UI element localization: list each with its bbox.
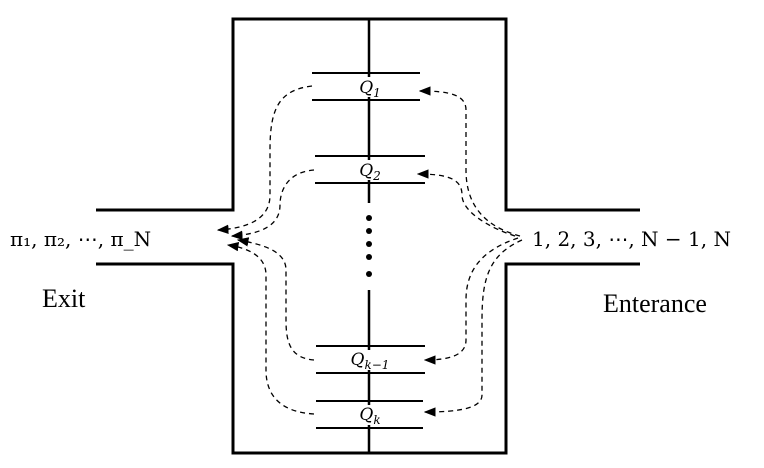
queue-k-minus-1: Qk−1 (316, 345, 425, 374)
route-qk-minus-1-to-exit (236, 237, 315, 361)
queue-1-label: Q1 (359, 78, 381, 100)
queue-1: Q1 (312, 72, 420, 101)
route-entrance-to-q1 (418, 86, 521, 237)
ellipsis-dot (366, 254, 372, 260)
queue-2: Q2 (315, 155, 425, 184)
entrance-label: Enterance (603, 289, 707, 318)
exit-label: Exit (42, 284, 86, 313)
route-qk-to-exit (226, 241, 315, 415)
route-entrance-to-qk-minus-1 (423, 237, 519, 365)
route-q1-to-exit (216, 85, 313, 235)
ellipsis-dot (366, 271, 372, 277)
route-entrance-to-q2 (416, 169, 516, 237)
ellipsis-dot (366, 241, 372, 247)
ellipsis-dot (366, 228, 372, 234)
queue-k: Qk (316, 400, 423, 429)
route-q2-to-exit (230, 169, 315, 240)
entrance-sequence-label: 1, 2, 3, ⋯, N − 1, N (532, 227, 731, 251)
queue-k-label: Qk (359, 405, 380, 427)
queue-2-label: Q2 (359, 161, 381, 183)
queue-k-minus-1-label: Qk−1 (351, 350, 390, 372)
ellipsis-dot (366, 215, 372, 221)
route-entrance-to-qk (423, 239, 523, 417)
exit-sequence-label: π₁, π₂, ⋯, π_N (10, 227, 151, 251)
